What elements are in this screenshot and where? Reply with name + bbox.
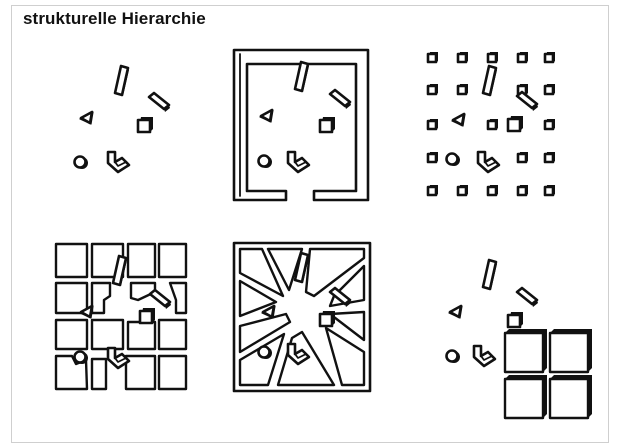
panel-enclosing-wall [234, 50, 368, 200]
triangle-element [80, 112, 93, 124]
corner-block-group [505, 329, 592, 418]
triangle-element [260, 110, 273, 122]
triangle-element [449, 306, 462, 318]
diagonal-element [517, 92, 538, 111]
panel-dot-grid [428, 52, 555, 196]
bar-element [483, 66, 497, 96]
triangle-element [452, 114, 465, 126]
panel-corner-blocks [447, 260, 593, 418]
square-element [508, 312, 523, 327]
diagonal-element [150, 290, 171, 309]
panel-block-grid [56, 244, 186, 389]
circle-element [259, 156, 273, 169]
circle-element [447, 154, 461, 167]
square-element [508, 116, 523, 131]
chevron-element [288, 152, 309, 172]
chevron-element [108, 152, 129, 172]
square-element [138, 117, 153, 132]
chevron-element [478, 152, 499, 172]
circle-element [75, 157, 89, 170]
grid-row-5 [428, 185, 555, 196]
grid-row-3 [428, 119, 555, 130]
diagonal-element [517, 288, 538, 307]
bar-element [115, 66, 129, 96]
panel-radial-fragments [234, 243, 370, 391]
diagonal-element [330, 90, 351, 109]
diagonal-element [149, 93, 170, 112]
bar-element [295, 62, 309, 92]
chevron-element [474, 346, 495, 366]
circle-element [75, 352, 89, 365]
panel-loose-elements [75, 66, 171, 172]
circle-element [447, 351, 461, 364]
bar-element [483, 260, 497, 290]
grid-row-1 [428, 52, 555, 63]
square-element [140, 308, 155, 323]
square-element [320, 311, 335, 326]
square-element [320, 117, 335, 132]
